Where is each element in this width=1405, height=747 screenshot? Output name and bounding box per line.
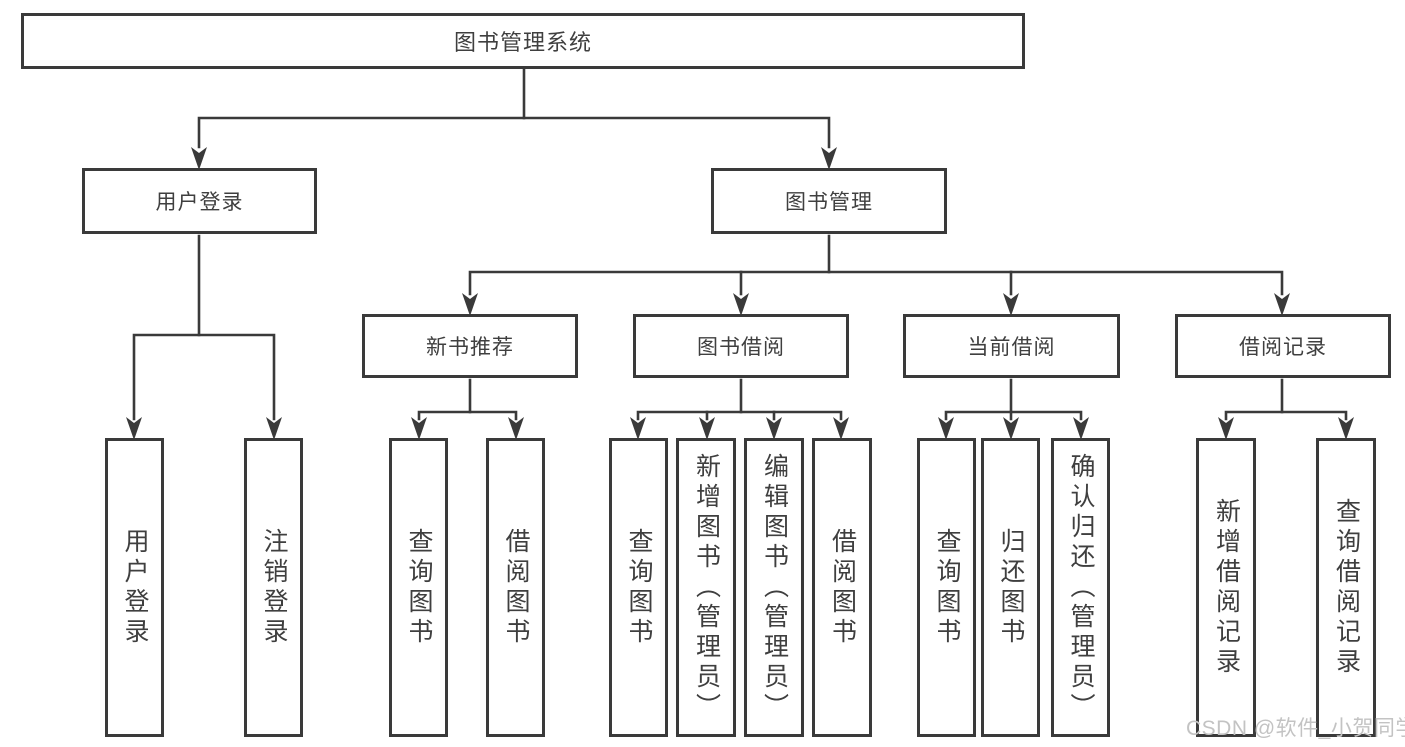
node-borrow-records: 借阅记录 (1175, 314, 1391, 378)
node-library-management-system: 图书管理系统 (21, 13, 1025, 69)
node-new-book-recommend: 新书推荐 (362, 314, 578, 378)
leaf-return-books: 归还图书 (981, 438, 1040, 737)
leaf-query-books-recommend: 查询图书 (389, 438, 448, 737)
node-book-borrow: 图书借阅 (633, 314, 849, 378)
node-user-login: 用户登录 (82, 168, 317, 234)
leaf-user-login: 用户登录 (105, 438, 164, 737)
leaf-borrow-books-recommend: 借阅图书 (486, 438, 545, 737)
node-book-management: 图书管理 (711, 168, 947, 234)
leaf-query-borrow-record: 查询借阅记录 (1316, 438, 1376, 737)
node-current-borrow: 当前借阅 (903, 314, 1120, 378)
leaf-query-books-current: 查询图书 (917, 438, 976, 737)
leaf-query-books-borrow: 查询图书 (609, 438, 668, 737)
leaf-confirm-return-admin: 确认归还（管理员） (1051, 438, 1110, 737)
leaf-add-borrow-record: 新增借阅记录 (1196, 438, 1256, 737)
arrowhead-icons (126, 147, 1354, 440)
leaf-edit-books-admin: 编辑图书（管理员） (744, 438, 804, 737)
csdn-watermark: CSDN @软件_小贺同学 (1186, 717, 1405, 740)
leaf-borrow-books: 借阅图书 (812, 438, 872, 737)
leaf-add-books-admin: 新增图书（管理员） (676, 438, 736, 737)
leaf-logout: 注销登录 (244, 438, 303, 737)
